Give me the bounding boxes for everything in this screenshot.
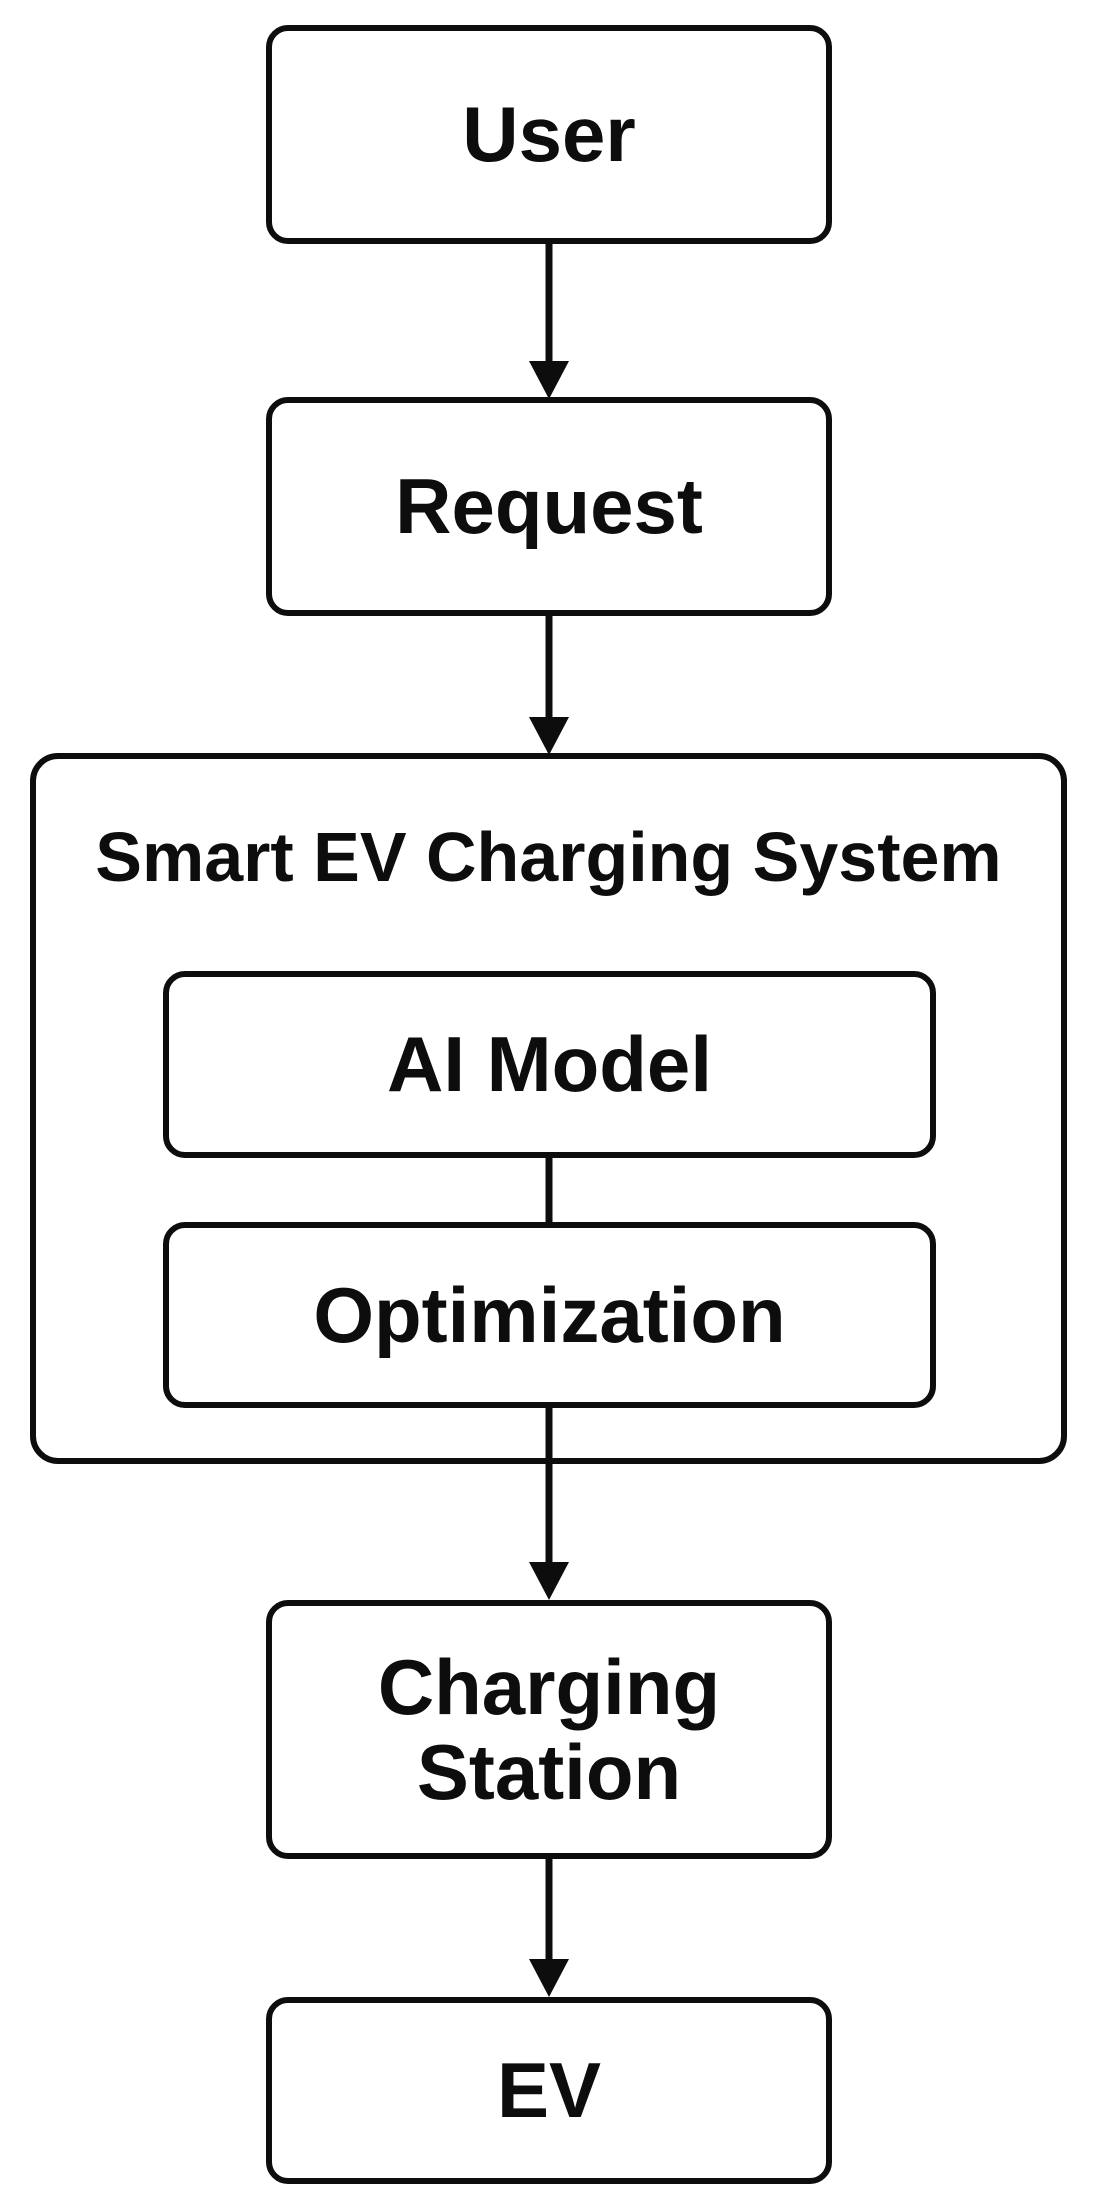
node-charging-station: Charging Station — [266, 1600, 832, 1859]
node-ev-label: EV — [496, 2046, 602, 2135]
arrow-request-to-system — [529, 616, 569, 755]
arrow-user-to-request — [529, 244, 569, 399]
node-optimization-label: Optimization — [313, 1270, 786, 1359]
arrow-charging-station-to-ev — [529, 1859, 569, 1997]
node-user: User — [266, 25, 832, 244]
node-ai-model: AI Model — [163, 971, 936, 1158]
node-optimization: Optimization — [163, 1222, 936, 1408]
node-request: Request — [266, 397, 832, 616]
node-user-label: User — [462, 90, 636, 179]
node-ev: EV — [266, 1997, 832, 2184]
group-smart-ev-charging-system-title: Smart EV Charging System — [95, 818, 1002, 896]
node-request-label: Request — [395, 462, 703, 551]
node-charging-station-label: Charging Station — [377, 1643, 721, 1816]
node-ai-model-label: AI Model — [387, 1020, 712, 1109]
